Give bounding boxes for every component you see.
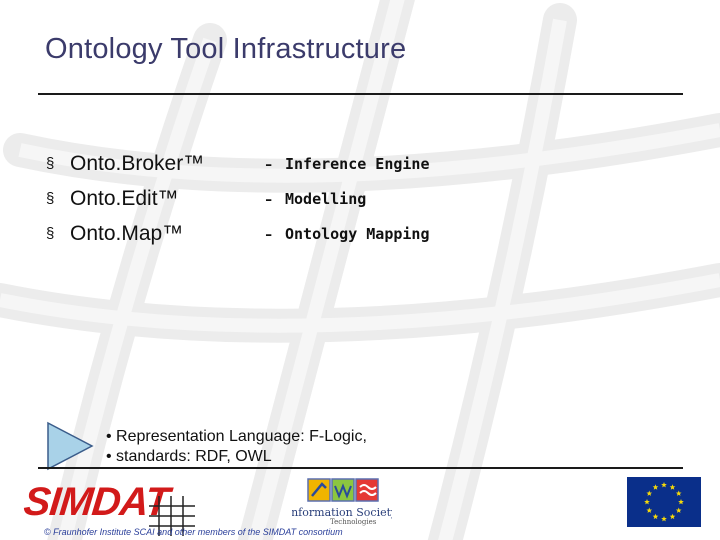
notes-block: • Representation Language: F-Logic, • st… <box>106 427 367 467</box>
dash-icon: - <box>265 150 273 176</box>
eu-star-icon <box>646 490 653 496</box>
eu-star-icon <box>646 507 653 513</box>
eu-flag-icon <box>627 477 701 527</box>
eu-star-icon <box>669 513 676 520</box>
eu-star-icon <box>652 484 659 490</box>
tool-role-list: - Inference Engine - Modelling - Ontolog… <box>265 146 430 251</box>
note-line: • Representation Language: F-Logic, <box>106 428 367 445</box>
dash-icon: - <box>265 220 273 246</box>
eu-star-icon <box>678 499 684 505</box>
eu-star-icon <box>661 482 667 488</box>
tool-role: Modelling <box>285 189 367 208</box>
copyright-text: © Fraunhofer Institute SCAI and other me… <box>44 527 343 537</box>
tool-list: § Onto.Broker™ § Onto.Edit™ § Onto.Map™ <box>46 146 204 251</box>
eu-star-icon <box>661 516 667 522</box>
tool-role: Ontology Mapping <box>285 224 430 243</box>
dash-icon: - <box>265 185 273 211</box>
play-icon[interactable] <box>46 421 94 471</box>
grid-icon <box>149 496 195 536</box>
list-item: § Onto.Edit™ <box>46 181 204 216</box>
bullet-icon: § <box>46 155 55 172</box>
list-item: § Onto.Broker™ <box>46 146 204 181</box>
eu-star-icon <box>644 499 650 505</box>
tool-name: Onto.Edit™ <box>70 186 179 210</box>
eu-star-icon <box>675 507 682 513</box>
is-logo-subtext: Technologies <box>330 518 377 526</box>
title-divider <box>38 93 683 95</box>
list-item: - Ontology Mapping <box>265 216 430 251</box>
eu-stars <box>644 482 684 522</box>
list-item: - Modelling <box>265 181 430 216</box>
eu-star-icon <box>675 490 682 496</box>
information-society-logo: Information Society <box>292 478 392 519</box>
footer-divider <box>38 467 683 469</box>
tool-role: Inference Engine <box>285 154 430 173</box>
eu-star-icon <box>652 513 659 520</box>
tool-name: Onto.Map™ <box>70 221 184 245</box>
is-logo-text: Information Society <box>292 506 392 519</box>
tool-name: Onto.Broker™ <box>70 151 205 175</box>
bullet-icon: § <box>46 225 55 242</box>
bullet-icon: § <box>46 190 55 207</box>
eu-star-icon <box>669 484 676 490</box>
slide-title: Ontology Tool Infrastructure <box>45 33 407 65</box>
list-item: - Inference Engine <box>265 146 430 181</box>
note-line: • standards: RDF, OWL <box>106 448 272 465</box>
list-item: § Onto.Map™ <box>46 216 204 251</box>
